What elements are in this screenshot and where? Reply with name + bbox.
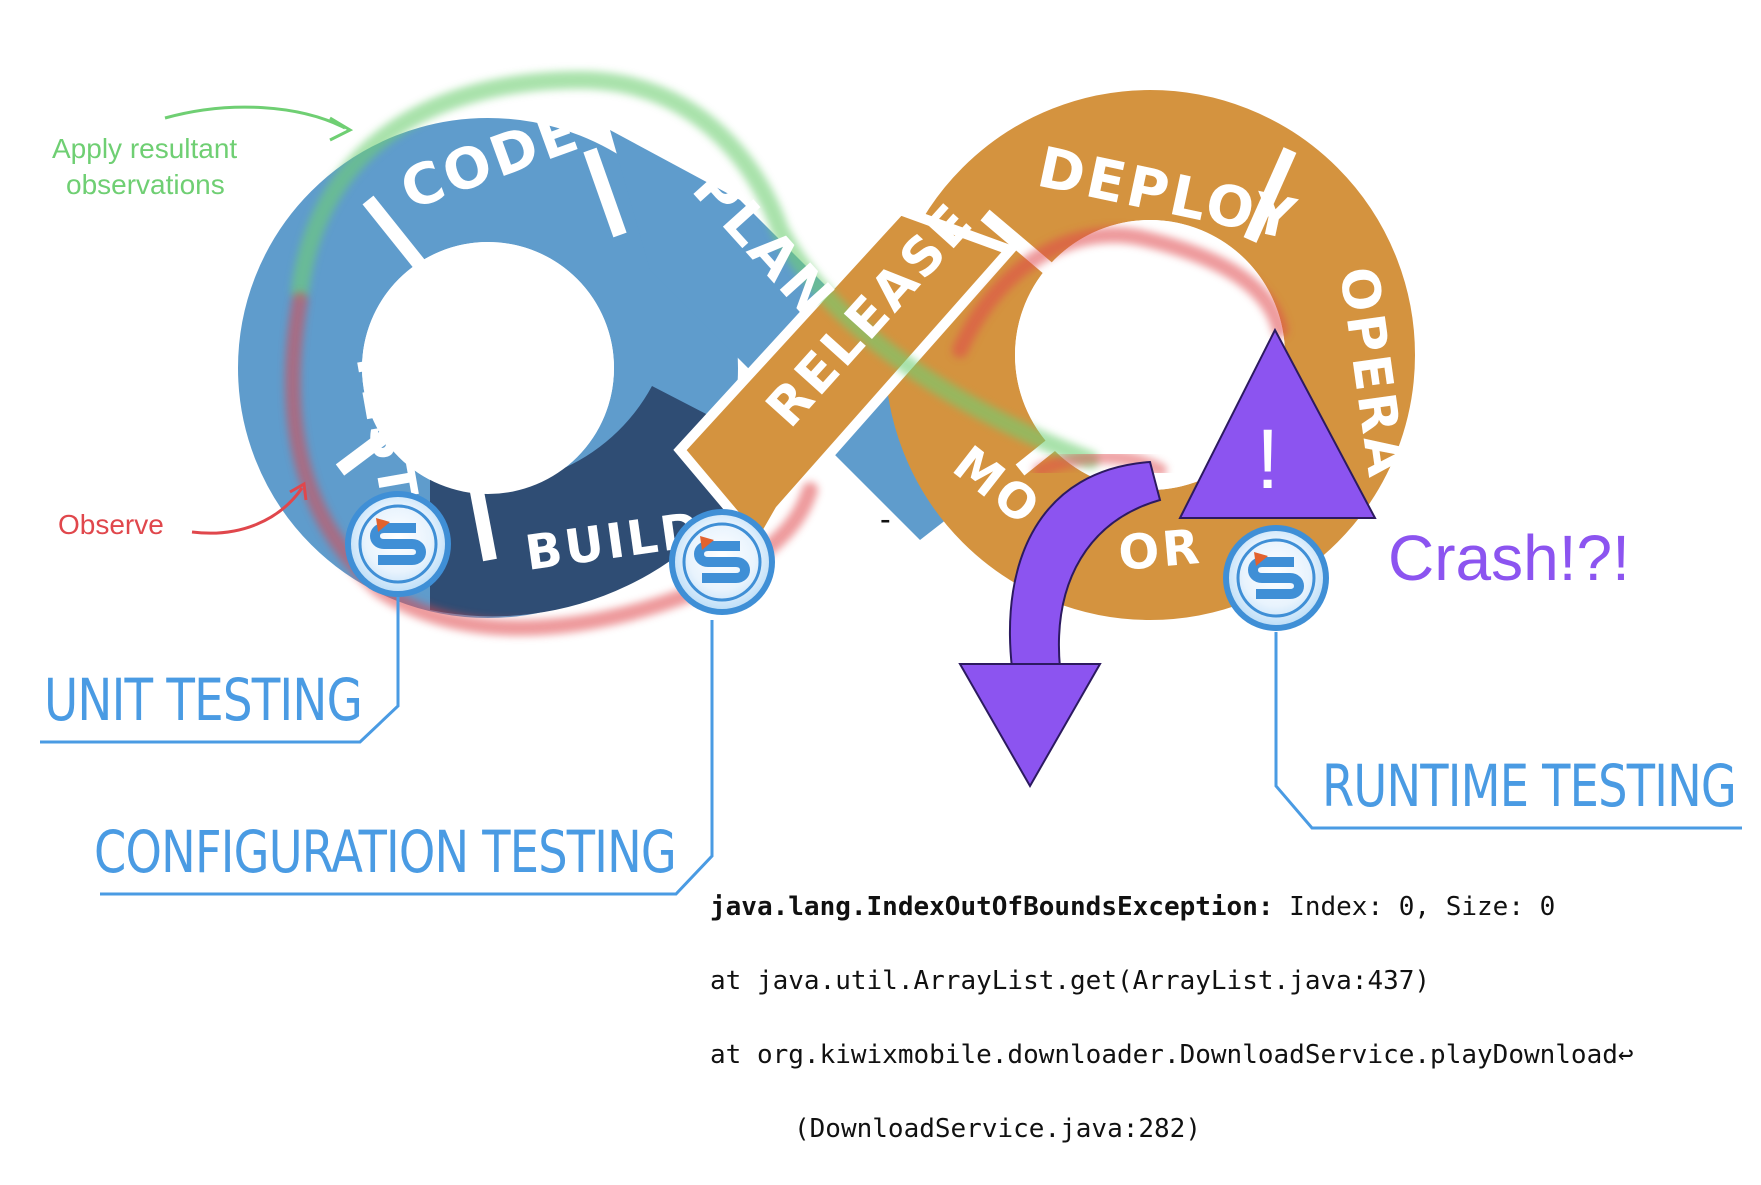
- s-badge-icon: [669, 509, 775, 615]
- exception-message: Index: 0, Size: 0: [1273, 892, 1556, 922]
- green-pointer-arrow: [164, 105, 346, 130]
- devops-infinity-diagram: CODE PLAN TEST BUILD RELEASE DEPLOY OPER…: [40, 70, 1742, 896]
- stage-monitor-right: OR: [1116, 519, 1204, 582]
- ops-hole: [1015, 220, 1285, 490]
- configuration-testing-label: CONFIGURATION TESTING: [94, 818, 676, 886]
- dev-hole: [362, 242, 614, 494]
- s-badge-icon: [345, 491, 451, 597]
- runtime-testing-label: RUNTIME TESTING: [1322, 752, 1736, 820]
- observe-label: Observe: [58, 509, 164, 540]
- red-pointer-arrow: [191, 487, 304, 535]
- ops-loop: [885, 90, 1415, 620]
- apply-observations-line2: observations: [66, 169, 225, 200]
- leader-lines: [40, 596, 1742, 896]
- apply-observations-line1: Apply resultant: [52, 133, 237, 164]
- dev-separators: [335, 147, 627, 562]
- warning-mark: !: [1256, 412, 1279, 506]
- exception-name: java.lang.IndexOutOfBoundsException:: [710, 892, 1274, 922]
- s-badge-icon: [1223, 525, 1329, 631]
- green-pointer-arrow-head: [329, 116, 354, 142]
- crash-label: Crash!?!: [1388, 522, 1630, 594]
- green-highlight: [291, 70, 1099, 469]
- red-pointer-arrow-head: [289, 481, 308, 501]
- stack-line-1: java.lang.IndexOutOfBoundsException: Ind…: [710, 889, 1634, 926]
- stray-dash: -: [880, 501, 891, 537]
- stack-line-2: at java.util.ArrayList.get(ArrayList.jav…: [710, 966, 1431, 996]
- warning-triangle-icon: !: [1178, 327, 1377, 519]
- red-highlight-right: [952, 226, 1288, 358]
- stack-line-3: at org.kiwixmobile.downloader.DownloadSe…: [710, 1040, 1634, 1070]
- curved-arrow-icon: [958, 460, 1162, 789]
- stack-trace: java.lang.IndexOutOfBoundsException: Ind…: [710, 852, 1634, 1185]
- unit-testing-label: UNIT TESTING: [44, 666, 362, 734]
- ops-ring: [885, 90, 1415, 620]
- stack-line-4: (DownloadService.java:282): [794, 1114, 1201, 1144]
